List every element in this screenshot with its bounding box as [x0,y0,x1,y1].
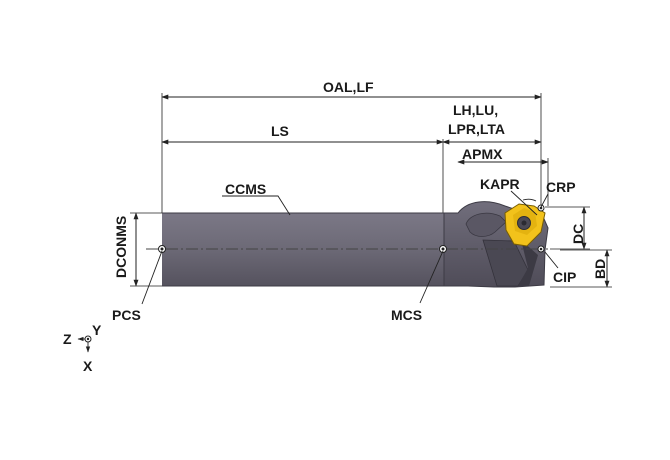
axis-y-label: Y [92,322,102,338]
insert [504,203,546,247]
oal-lf-label: OAL,LF [323,79,374,95]
dimension-lines [133,94,610,288]
cip-label: CIP [553,269,576,285]
kapr-angle [510,190,538,216]
coordinate-axes: Z Y X [63,322,102,374]
leader-lines [141,193,559,305]
ccms-label: CCMS [225,181,266,197]
dconms-label: DCONMS [113,216,129,278]
pcs-label: PCS [112,307,141,323]
lh-lu-label: LH,LU, [453,102,498,118]
axis-x-label: X [83,358,93,374]
dc-label: DC [570,224,586,244]
tool-shank [162,212,444,287]
kapr-label: KAPR [480,176,520,192]
crp-label: CRP [546,179,576,195]
reference-points [158,204,545,253]
axis-z-label: Z [63,331,72,347]
apmx-label: APMX [462,146,503,162]
ls-label: LS [271,123,289,139]
mcs-label: MCS [391,307,422,323]
lpr-lta-label: LPR,LTA [448,121,505,137]
bd-label: BD [592,259,608,279]
